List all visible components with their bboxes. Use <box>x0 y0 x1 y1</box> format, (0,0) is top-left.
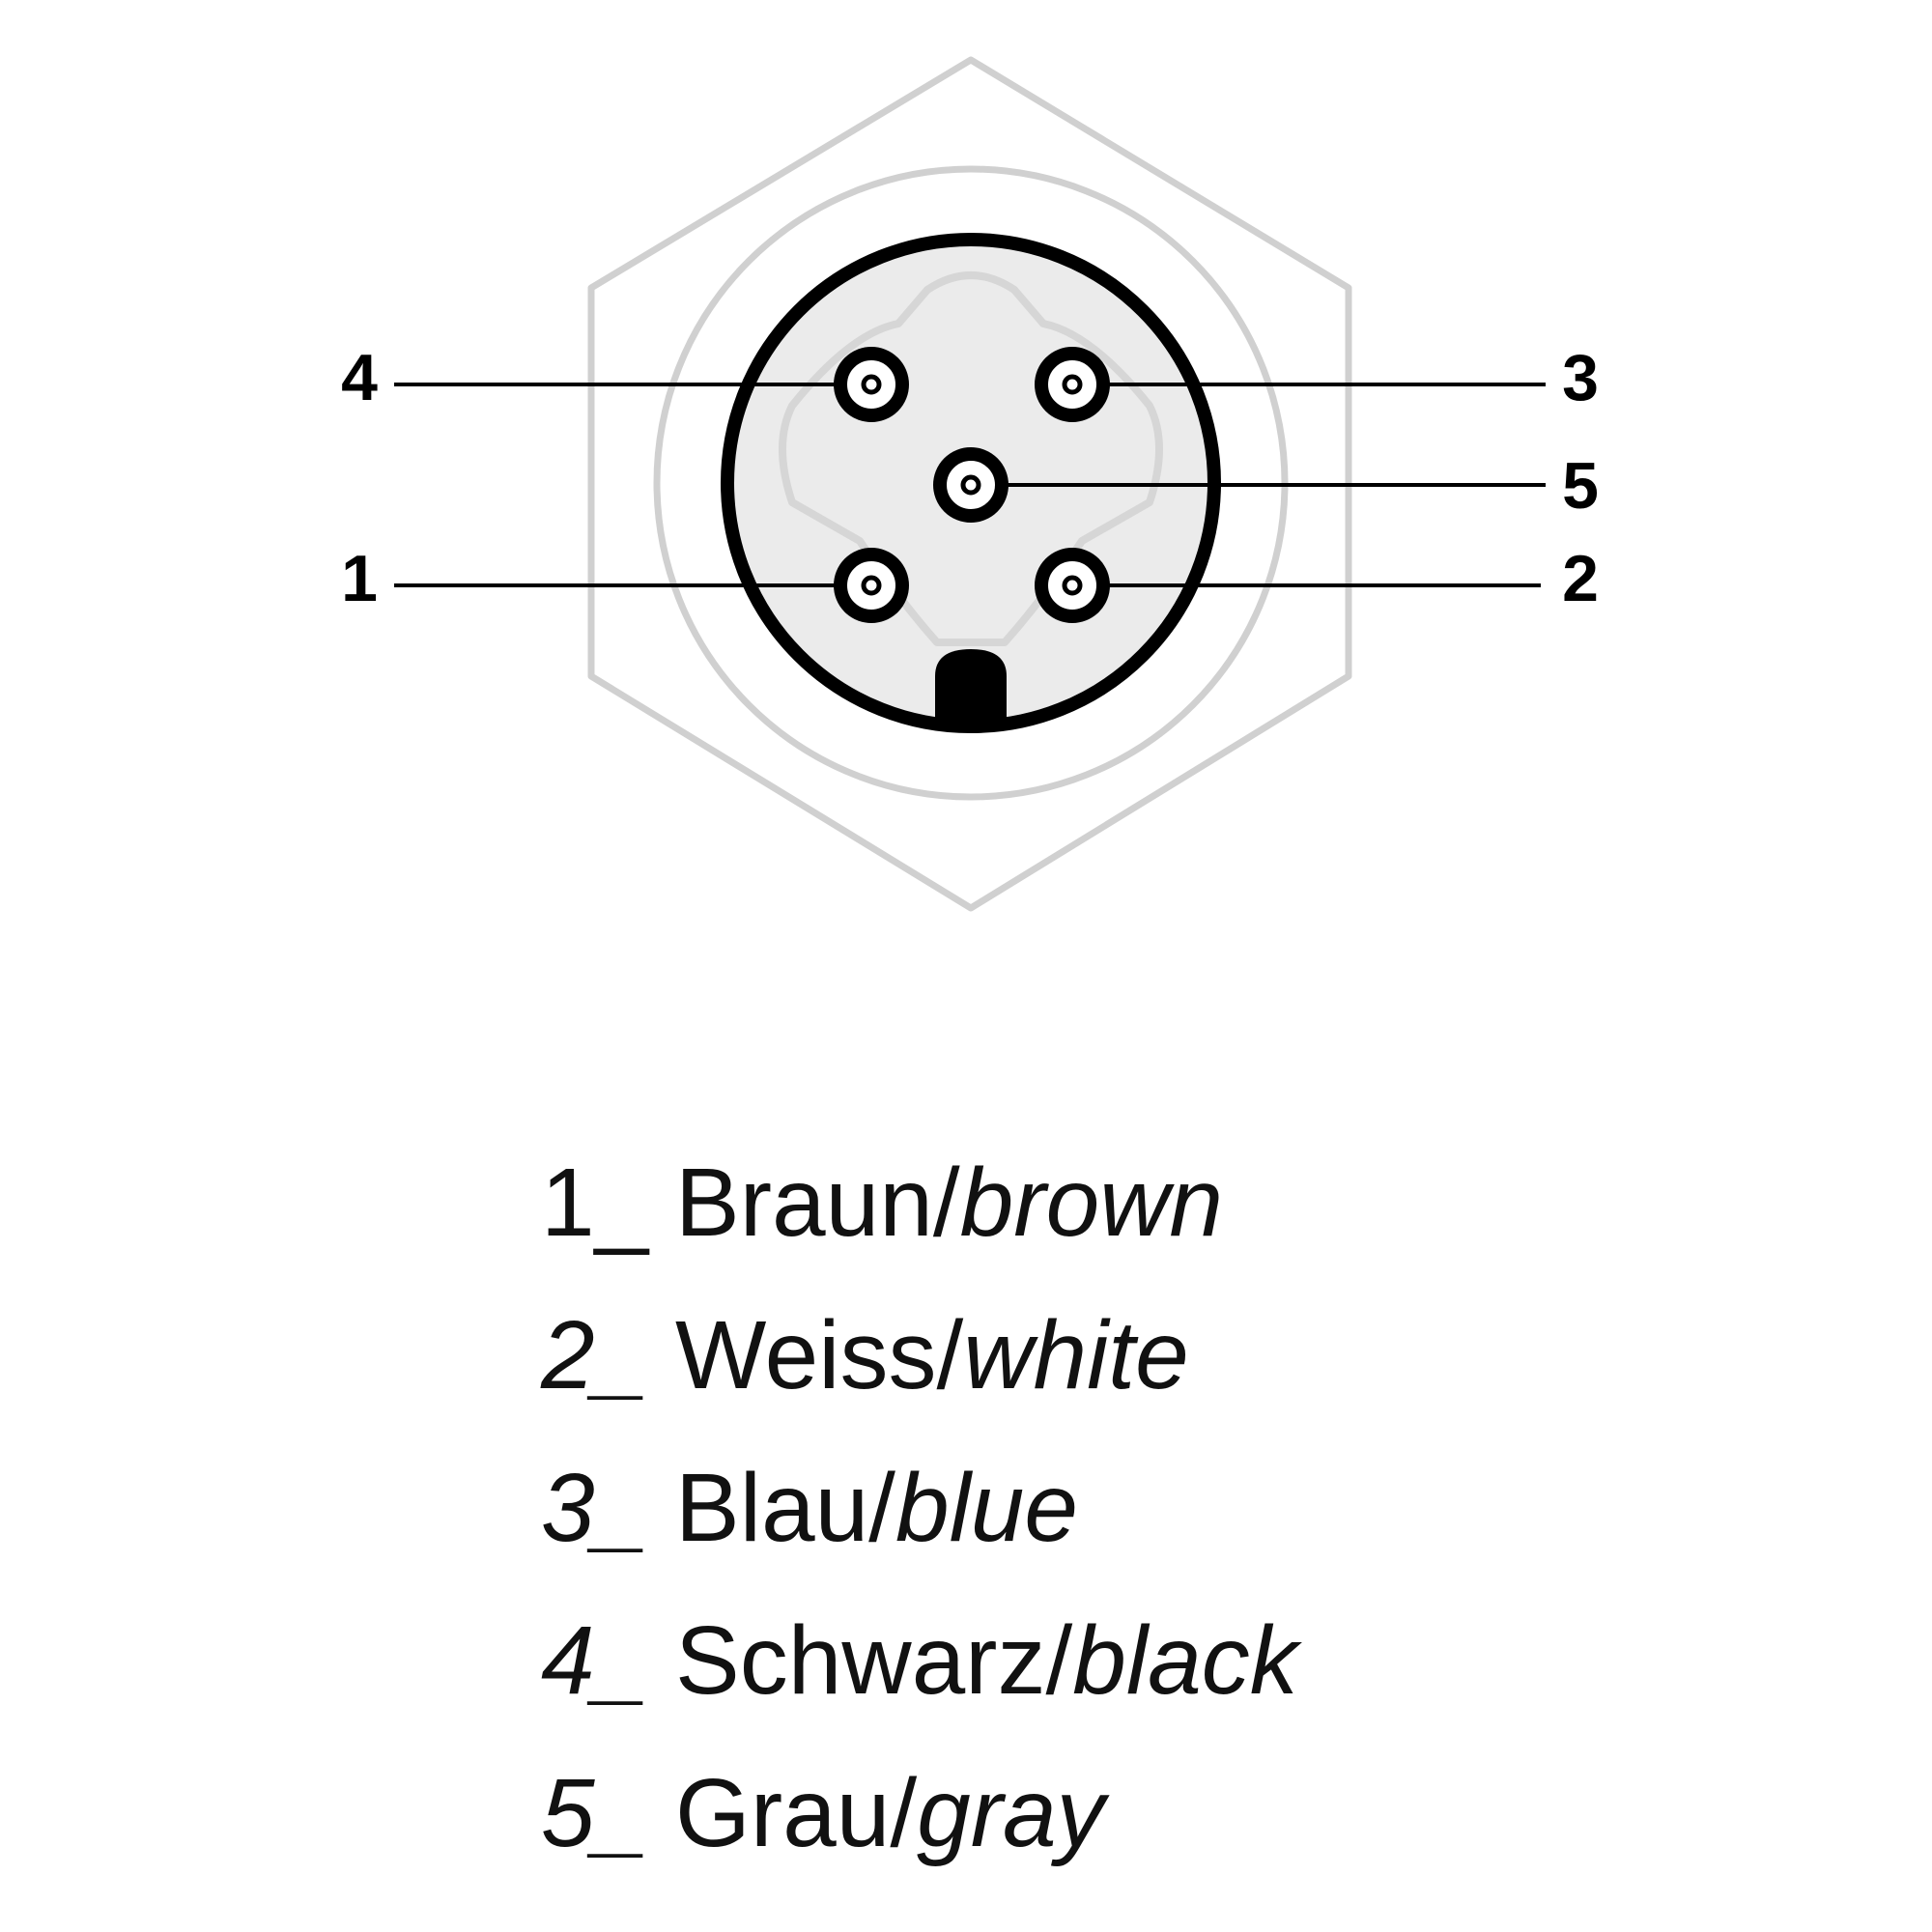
legend-row-3: 3_ Blau/blue <box>541 1460 1700 1612</box>
legend-english: brown <box>959 1149 1224 1257</box>
legend-english: white <box>963 1301 1189 1409</box>
legend-row-5: 5_ Grau/gray <box>541 1765 1700 1918</box>
pin-4-contact <box>834 347 909 422</box>
legend-english: gray <box>917 1759 1105 1867</box>
pin-label-2: 2 <box>1562 542 1599 615</box>
legend-german: Braun/ <box>675 1149 960 1257</box>
pin-1-contact <box>834 548 909 623</box>
legend-number: 5_ <box>541 1759 649 1867</box>
legend-english: blue <box>895 1454 1079 1562</box>
legend-number: 4_ <box>541 1606 649 1715</box>
legend-german: Grau/ <box>675 1759 918 1867</box>
coding-key <box>935 649 1007 720</box>
legend-row-2: 2_ Weiss/white <box>541 1307 1700 1460</box>
pin-label-1: 1 <box>341 542 378 615</box>
legend-row-4: 4_ Schwarz/black <box>541 1612 1700 1765</box>
insert-clover-contour <box>779 271 1163 646</box>
pin-2-contact <box>1035 548 1110 623</box>
legend-number: 3_ <box>541 1454 649 1562</box>
legend-row-1: 1_ Braun/brown <box>541 1154 1700 1307</box>
pin-3-contact <box>1035 347 1110 422</box>
legend-number: 1_ <box>541 1149 649 1257</box>
pin-label-3: 3 <box>1562 341 1599 414</box>
legend-number: 2_ <box>541 1301 649 1409</box>
pin-label-4: 4 <box>341 341 378 414</box>
legend-german: Schwarz/ <box>675 1606 1073 1715</box>
hex-nut-outline <box>587 56 1352 912</box>
pin-5-contact <box>933 447 1009 523</box>
legend-german: Weiss/ <box>675 1301 964 1409</box>
legend-german: Blau/ <box>675 1454 895 1562</box>
legend-english: black <box>1072 1606 1298 1715</box>
wire-color-legend: 1_ Braun/brown 2_ Weiss/white 3_ Blau/bl… <box>541 1154 1700 1918</box>
pin-label-5: 5 <box>1562 449 1599 523</box>
